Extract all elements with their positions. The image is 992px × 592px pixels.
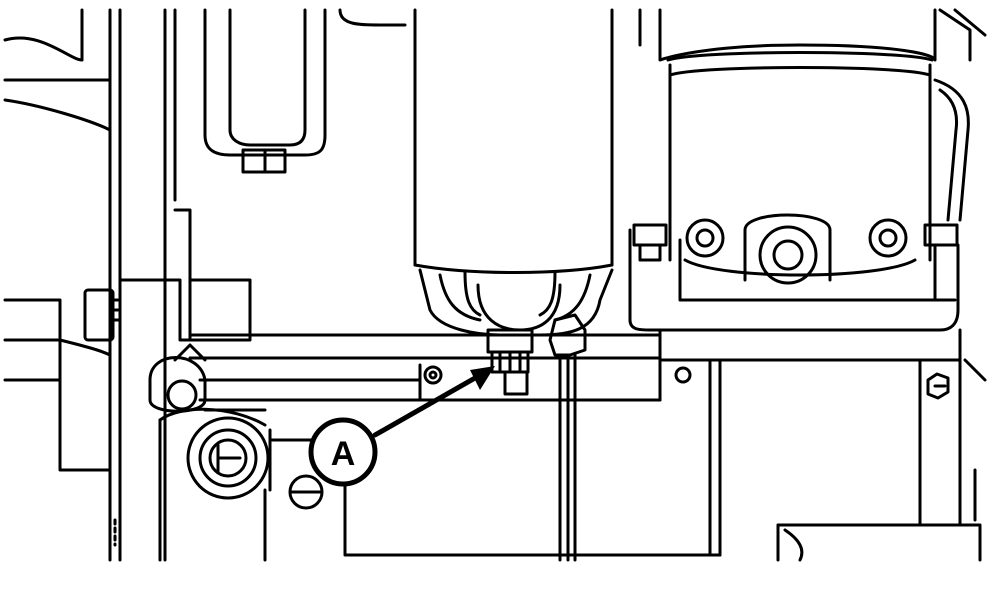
left-bracket-bolt [83, 208, 252, 413]
sensor-wire [548, 313, 587, 562]
drain-valve [486, 328, 534, 396]
cross-member [188, 333, 662, 402]
pump-housing [628, 8, 987, 332]
left-frame-rails [3, 8, 177, 562]
callout-arrowhead [470, 366, 495, 390]
left-canister [203, 8, 407, 174]
callout-a-label: A [331, 435, 356, 473]
drain-plug [158, 358, 722, 562]
callout-a: A [308, 417, 378, 487]
lower-right-block [658, 328, 987, 562]
callout-leader [372, 375, 478, 438]
fuel-filter-bowl [413, 8, 614, 337]
